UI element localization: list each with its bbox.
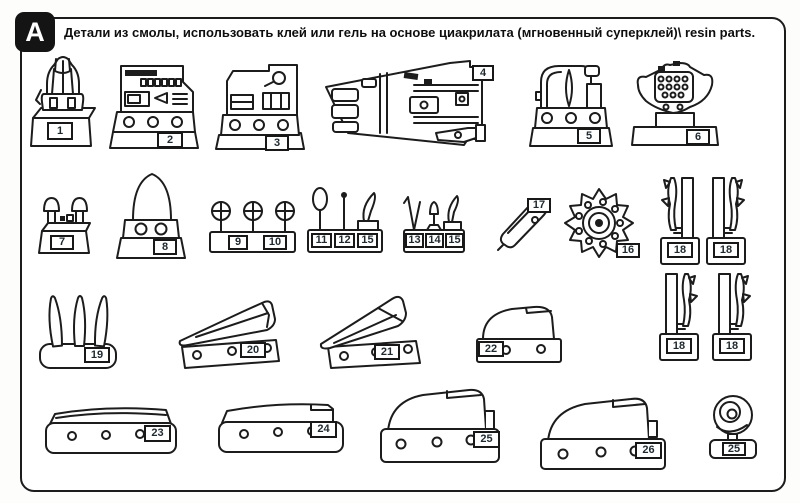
part-number: 17 xyxy=(527,198,551,213)
part-18-d: 18 xyxy=(710,268,754,363)
part-18-a: 18 xyxy=(658,172,702,267)
part-number: 8 xyxy=(153,239,177,255)
part-number: 22 xyxy=(478,341,504,357)
part-3: 3 xyxy=(213,57,308,152)
part-1: 1 xyxy=(25,52,100,152)
part-7: 7 xyxy=(32,185,100,260)
part-13-14-15: 13 14 15 xyxy=(402,184,468,254)
part-number: 11 xyxy=(311,233,332,248)
instruction-text: Детали из смолы, использовать клей или г… xyxy=(64,25,756,40)
part-22: 22 xyxy=(470,299,566,367)
part-6: 6 xyxy=(628,55,723,146)
part-18-b: 18 xyxy=(704,172,748,267)
headrest-drawing xyxy=(529,65,613,147)
part-number: 5 xyxy=(577,128,601,144)
part-number: 24 xyxy=(310,421,337,438)
cockpit-tub-drawing xyxy=(325,60,486,146)
wing-fairing-drawing xyxy=(319,295,421,369)
section-badge: A xyxy=(15,12,55,52)
part-number: 18 xyxy=(666,338,692,354)
part-number: 25 xyxy=(722,442,746,456)
part-number: 12 xyxy=(334,233,355,248)
part-8: 8 xyxy=(115,170,190,262)
part-4: 4 xyxy=(318,53,498,155)
part-number: 13 xyxy=(405,233,424,248)
part-number: 20 xyxy=(240,342,266,358)
engine-cowl-drawing xyxy=(540,397,666,470)
part-17: 17 xyxy=(495,193,553,253)
part-number: 19 xyxy=(84,347,110,363)
part-number: 2 xyxy=(157,132,183,148)
engine-cowl-drawing xyxy=(380,388,500,463)
part-11-12-15: 11 12 15 xyxy=(306,184,384,254)
ejection-seat-drawing xyxy=(30,56,96,147)
part-number: 15 xyxy=(357,233,378,248)
side-console-drawing xyxy=(215,64,305,150)
part-number: 1 xyxy=(47,122,73,140)
part-16: 16 xyxy=(561,183,643,265)
part-25-b: 25 xyxy=(706,392,760,460)
part-number: 25 xyxy=(473,431,500,448)
part-number: 15 xyxy=(445,233,464,248)
part-number: 14 xyxy=(425,233,444,248)
part-24: 24 xyxy=(216,394,346,456)
part-number: 16 xyxy=(616,243,640,258)
part-2: 2 xyxy=(103,58,203,150)
part-number: 7 xyxy=(50,235,74,250)
part-9-10: 9 10 xyxy=(208,196,298,254)
part-number: 9 xyxy=(228,235,248,250)
part-number: 4 xyxy=(472,65,494,81)
part-number: 18 xyxy=(667,242,693,258)
wing-fairing-drawing xyxy=(178,300,280,369)
part-18-c: 18 xyxy=(657,268,701,363)
part-number: 21 xyxy=(374,344,400,360)
part-number: 10 xyxy=(263,235,287,250)
part-number: 26 xyxy=(635,442,662,459)
part-25-a: 25 xyxy=(375,385,507,467)
part-number: 6 xyxy=(686,129,710,145)
part-5: 5 xyxy=(525,58,617,148)
part-26: 26 xyxy=(535,391,673,471)
part-number: 23 xyxy=(144,425,171,442)
long-fairing-drawing xyxy=(45,407,177,454)
part-19: 19 xyxy=(36,288,120,370)
part-20: 20 xyxy=(172,295,284,370)
part-number: 18 xyxy=(713,242,739,258)
part-23: 23 xyxy=(42,397,180,457)
side-console-drawing xyxy=(109,65,199,149)
part-number: 3 xyxy=(265,135,289,151)
part-21: 21 xyxy=(316,291,426,369)
part-number: 18 xyxy=(719,338,745,354)
